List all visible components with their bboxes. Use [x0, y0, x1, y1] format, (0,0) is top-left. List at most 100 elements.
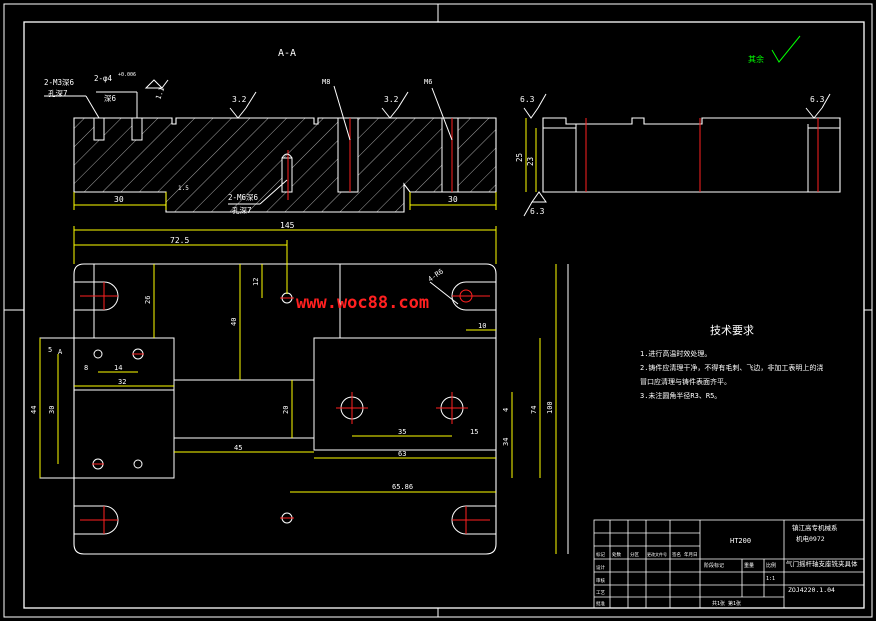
bore-m8 [337, 117, 359, 193]
dim-35: 35 [398, 428, 406, 436]
hole-callout-dowel-tolerance: +0.006 [118, 72, 136, 78]
dim-14: 14 [114, 364, 122, 372]
leader-m8 [333, 85, 351, 141]
tb-school-1: 镇江高专机械系 [792, 523, 838, 532]
dim-26: 26 [144, 296, 152, 304]
plan-view: 145 72.5 12 26 40 4-R6 10 5 8 14 32 30 4… [30, 221, 569, 555]
dim-15: 15 [470, 428, 478, 436]
side-roughness-bottom-tail [523, 201, 533, 217]
title-block-frame [593, 519, 865, 609]
outer-border [3, 3, 873, 618]
slot-dim: 1.5 [178, 185, 189, 192]
side-roughness-right-value: 6.3 [810, 95, 825, 104]
tb-row-label-4: 批准 [596, 600, 605, 607]
hole-callout-bottom: 2-M6深6 [228, 193, 259, 202]
side-roughness-right-tail [821, 93, 831, 109]
tb-weight-label: 重量 [744, 562, 754, 569]
dim-20: 20 [282, 406, 290, 414]
dim-72: 72.5 [170, 236, 189, 245]
hole-callout-m3-depth: 孔深7 [48, 89, 68, 98]
leader-m6 [431, 87, 453, 141]
tb-col-label-5: 签名 [672, 551, 681, 558]
roughness-symbol-1 [144, 79, 164, 89]
dim-34: 34 [502, 438, 510, 446]
bore-m6 [441, 117, 459, 193]
side-roughness-bottom [531, 191, 547, 203]
watermark: www.woc88.com [296, 293, 429, 313]
surface-finish-note: 其余 [748, 54, 764, 64]
dim-44: 44 [30, 406, 38, 414]
side-roughness-left-tail [537, 93, 547, 109]
hole-callout-dowel-depth: 深6 [104, 94, 116, 103]
tb-col-label-6: 年月日 [684, 551, 698, 558]
side-height-outer: 25 [515, 153, 524, 162]
note-3: 冒口应清理与铸件表面齐平。 [640, 377, 731, 386]
dim-100: 100 [546, 401, 554, 414]
slot-block [173, 379, 315, 439]
leader-4r6 [429, 281, 459, 305]
dim-45: 45 [234, 444, 242, 452]
clamp-block [39, 337, 175, 479]
callout-4r6: 4-R6 [427, 267, 445, 283]
hole-callout-dowel: 2-φ4 [94, 74, 113, 83]
roughness-symbol-3 [381, 107, 399, 119]
dim-74: 74 [530, 406, 538, 414]
dim-63: 63 [398, 450, 406, 458]
tb-drawing-no: ZOJ4220.1.04 [788, 586, 835, 594]
tb-scale-value: 1:1 [766, 576, 775, 582]
side-view: 25 23 6.3 6.3 6.3 其余 [515, 35, 841, 217]
dim-5: 5 [48, 346, 52, 354]
title-block: HT200 镇江高专机械系 机电0972 气门摇杆轴支座铣夹具体 ZOJ4220… [593, 519, 865, 609]
inner-border [23, 21, 865, 609]
section-mark-a: A [58, 348, 63, 356]
dim-left-text: 30 [114, 195, 124, 204]
hole-clamp-4 [133, 459, 143, 469]
tb-stage-label: 阶段标记 [704, 562, 724, 569]
tb-sheet: 共1张 第1张 [712, 600, 741, 607]
surface-finish-symbol [771, 35, 801, 63]
tb-row-label-3: 工艺 [596, 590, 605, 596]
side-roughness-left [523, 107, 539, 119]
dim-12: 12 [252, 278, 260, 286]
tb-scale-label: 比例 [766, 562, 776, 569]
dim-30: 30 [48, 406, 56, 414]
roughness-tail-2 [245, 91, 257, 109]
label-m6: M6 [424, 78, 432, 86]
side-body [542, 117, 841, 193]
dim-145: 145 [280, 221, 295, 230]
hole-callout-bottom-depth: 孔深7 [232, 206, 252, 215]
roughness-tail-3 [397, 91, 409, 109]
drawing-frame [3, 3, 873, 618]
tb-col-label-3: 分区 [630, 551, 639, 558]
dim-65: 65.86 [392, 483, 413, 491]
dim-4: 4 [502, 408, 510, 412]
dim-8: 8 [84, 364, 88, 372]
dowel-hole [131, 117, 143, 141]
roughness-symbol-2 [229, 107, 247, 119]
tb-part-name: 气门摇杆轴支座铣夹具体 [786, 559, 858, 568]
note-1: 1.进行高温时效处理。 [640, 349, 711, 358]
tapped-hole-left [93, 117, 105, 141]
section-view: A-A 30 30 2-M3深6 孔深7 2-φ4 +0.006 深6 1.1 [44, 48, 497, 215]
tb-col-label-2: 处数 [612, 551, 621, 558]
label-m8: M8 [322, 78, 330, 86]
side-roughness-right [805, 107, 823, 119]
roughness-tail-1 [161, 79, 169, 89]
hole-leader-arc [281, 153, 293, 159]
section-title: A-A [278, 48, 296, 59]
tb-col-label-1: 标记 [596, 551, 605, 558]
roughness-value-3: 3.2 [384, 95, 399, 104]
hole-clamp-1 [93, 349, 103, 359]
side-roughness-bottom-value: 6.3 [530, 207, 545, 216]
leader-bottom-hole [259, 179, 288, 205]
bottom-tapped-hole [281, 157, 293, 193]
dim-right-text: 30 [448, 195, 458, 204]
notes-title: 技术要求 [710, 324, 754, 337]
note-2: 2.铸件应清理干净，不得有毛刺、飞边，非加工表明上的浇 [640, 363, 823, 372]
roughness-value-1: 1.1 [154, 86, 166, 101]
technical-notes: 技术要求 1.进行高温时效处理。 2.铸件应清理干净，不得有毛刺、飞边，非加工表… [640, 324, 823, 400]
tb-row-label-1: 设计 [596, 564, 605, 571]
dim-10: 10 [478, 322, 486, 330]
dim-40: 40 [230, 318, 238, 326]
